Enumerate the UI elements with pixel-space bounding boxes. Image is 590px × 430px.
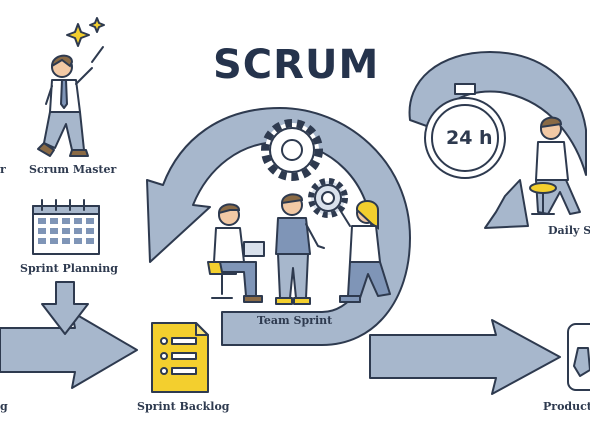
label-sprint-backlog: Sprint Backlog bbox=[137, 400, 230, 413]
diagram-title: SCRUM bbox=[213, 42, 380, 88]
team-figure-right bbox=[339, 200, 391, 303]
timer-label: 24 h bbox=[446, 127, 493, 149]
document-icon bbox=[151, 322, 209, 393]
label-sprint-planning: Sprint Planning bbox=[20, 262, 118, 275]
process-arrow-left bbox=[0, 311, 138, 389]
product-box-icon bbox=[567, 323, 590, 391]
label-team-sprint: Team Sprint bbox=[257, 314, 333, 327]
label-product: Product bbox=[543, 400, 590, 413]
calendar-icon bbox=[32, 199, 100, 255]
process-arrow-right bbox=[369, 319, 561, 395]
gear-icon bbox=[261, 119, 323, 181]
gear-icon-small bbox=[308, 178, 348, 218]
daily-scrum-figure bbox=[529, 116, 581, 215]
label-daily-scrum: Daily S bbox=[548, 224, 590, 237]
label-left-cut-top: r bbox=[0, 163, 6, 176]
sparkle-icon bbox=[66, 17, 105, 47]
team-figure-center bbox=[275, 193, 325, 305]
label-scrum-master: Scrum Master bbox=[29, 163, 117, 176]
scrum-master-figure bbox=[37, 46, 104, 157]
stopwatch-icon bbox=[424, 83, 506, 179]
label-left-cut: g bbox=[0, 400, 8, 413]
team-figure-left bbox=[207, 203, 265, 303]
down-arrow bbox=[41, 281, 89, 335]
